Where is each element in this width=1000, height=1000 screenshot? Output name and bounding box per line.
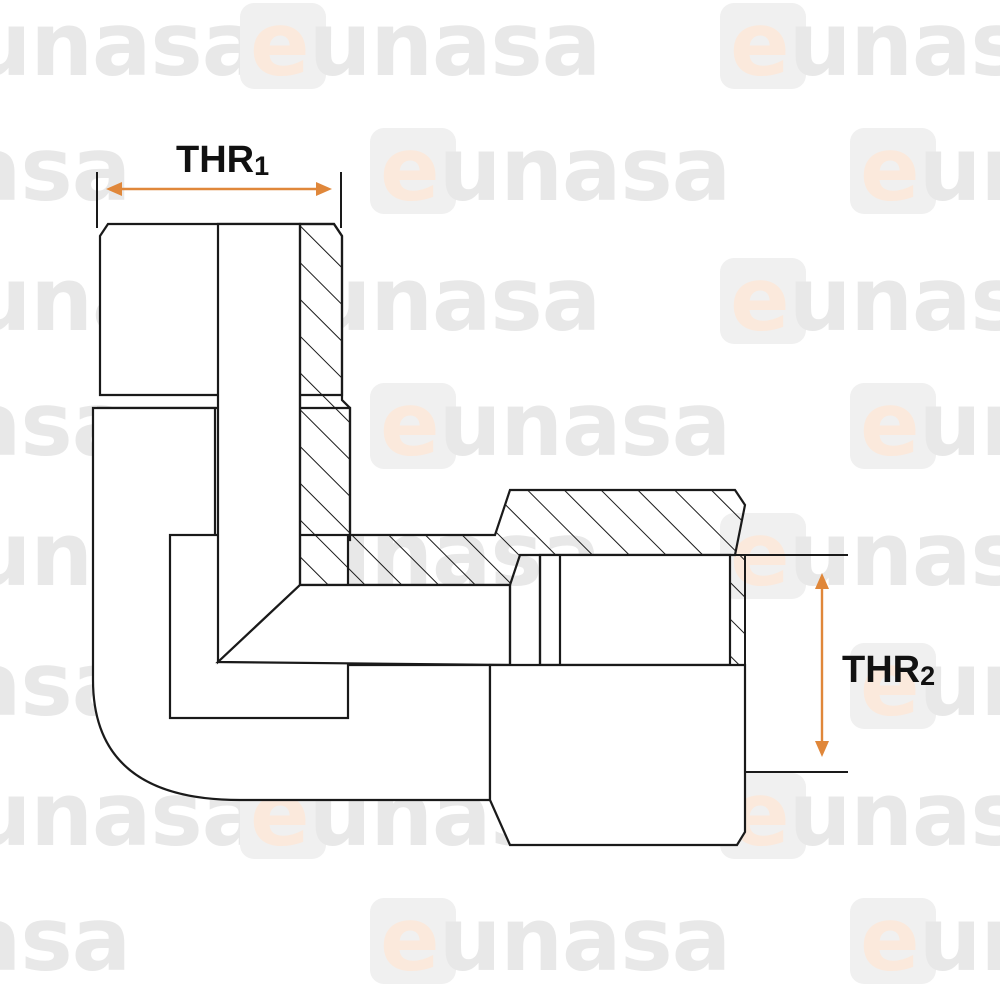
vertical-section-hatch bbox=[298, 222, 747, 587]
watermark-logo-box bbox=[850, 128, 936, 214]
watermark-logo: eunasa bbox=[720, 763, 1000, 866]
watermark-logo-box bbox=[240, 3, 326, 89]
watermark-logo: eunasa bbox=[850, 118, 1000, 221]
socket-bore bbox=[538, 553, 732, 667]
thr1-arrowhead-left bbox=[106, 182, 122, 196]
watermark-text: eunasa bbox=[730, 248, 1000, 351]
thr2-label-subscript: 2 bbox=[920, 661, 935, 691]
thr1-label-subscript: 1 bbox=[254, 151, 269, 181]
watermark-logo: eunasa bbox=[370, 118, 731, 221]
watermark-text: eunasa bbox=[0, 888, 130, 991]
watermark-text: eunasa bbox=[730, 763, 1000, 866]
watermark-text: eunasa bbox=[860, 373, 1000, 476]
watermark-logo: eunasa bbox=[850, 888, 1000, 991]
watermark-logo: eunasa bbox=[0, 0, 261, 96]
watermark-logo-box bbox=[850, 383, 936, 469]
watermark-logo: eunasa bbox=[240, 0, 601, 96]
watermark-logo-box bbox=[850, 643, 936, 729]
watermark-logo: eunasa bbox=[370, 888, 731, 991]
watermark-text: eunasa bbox=[860, 888, 1000, 991]
watermark-text: eunasa bbox=[860, 118, 1000, 221]
watermark-text: eunasa bbox=[250, 0, 600, 96]
watermark-logo-box bbox=[720, 258, 806, 344]
watermark-text: eunasa bbox=[380, 888, 730, 991]
elbow-fitting bbox=[91, 222, 747, 847]
watermark-logo: eunasa bbox=[720, 248, 1000, 351]
thr2-label: THR2 bbox=[842, 649, 935, 691]
thr2-label-main: THR bbox=[842, 649, 920, 691]
watermark-logo: eunasa bbox=[850, 373, 1000, 476]
watermark-text: eunasa bbox=[380, 118, 730, 221]
watermark-logo: eunasa bbox=[0, 118, 131, 221]
nut-hatch-right bbox=[729, 554, 746, 666]
watermark-text: eunasa bbox=[250, 248, 600, 351]
watermark-logo: eunasa bbox=[850, 633, 1000, 736]
thr1-label: THR1 bbox=[176, 139, 269, 181]
thr1-arrowhead-right bbox=[316, 182, 332, 196]
watermark-text: eunasa bbox=[0, 0, 260, 96]
watermark-logo: eunasa bbox=[720, 0, 1000, 96]
watermark-text: eunasa bbox=[0, 118, 130, 221]
nut-body bbox=[488, 663, 747, 847]
thr1-label-main: THR bbox=[176, 139, 254, 181]
watermark-text: eunasa bbox=[380, 373, 730, 476]
watermark-logo: eunasa bbox=[0, 888, 131, 991]
watermark-logo-box bbox=[370, 383, 456, 469]
thr1-dimension: THR1 bbox=[96, 139, 342, 228]
watermark-logo: eunasa bbox=[370, 373, 731, 476]
watermark-logo-box bbox=[720, 3, 806, 89]
thr2-arrowhead-bottom bbox=[815, 741, 829, 757]
thr2-arrowhead-top bbox=[815, 573, 829, 589]
watermark-logo-box bbox=[370, 898, 456, 984]
watermark-logo-box bbox=[370, 128, 456, 214]
watermark-text: eunasa bbox=[860, 633, 1000, 736]
watermark-text: eunasa bbox=[730, 0, 1000, 96]
watermark-logo-box bbox=[850, 898, 936, 984]
thr2-dimension: THR2 bbox=[745, 554, 935, 773]
